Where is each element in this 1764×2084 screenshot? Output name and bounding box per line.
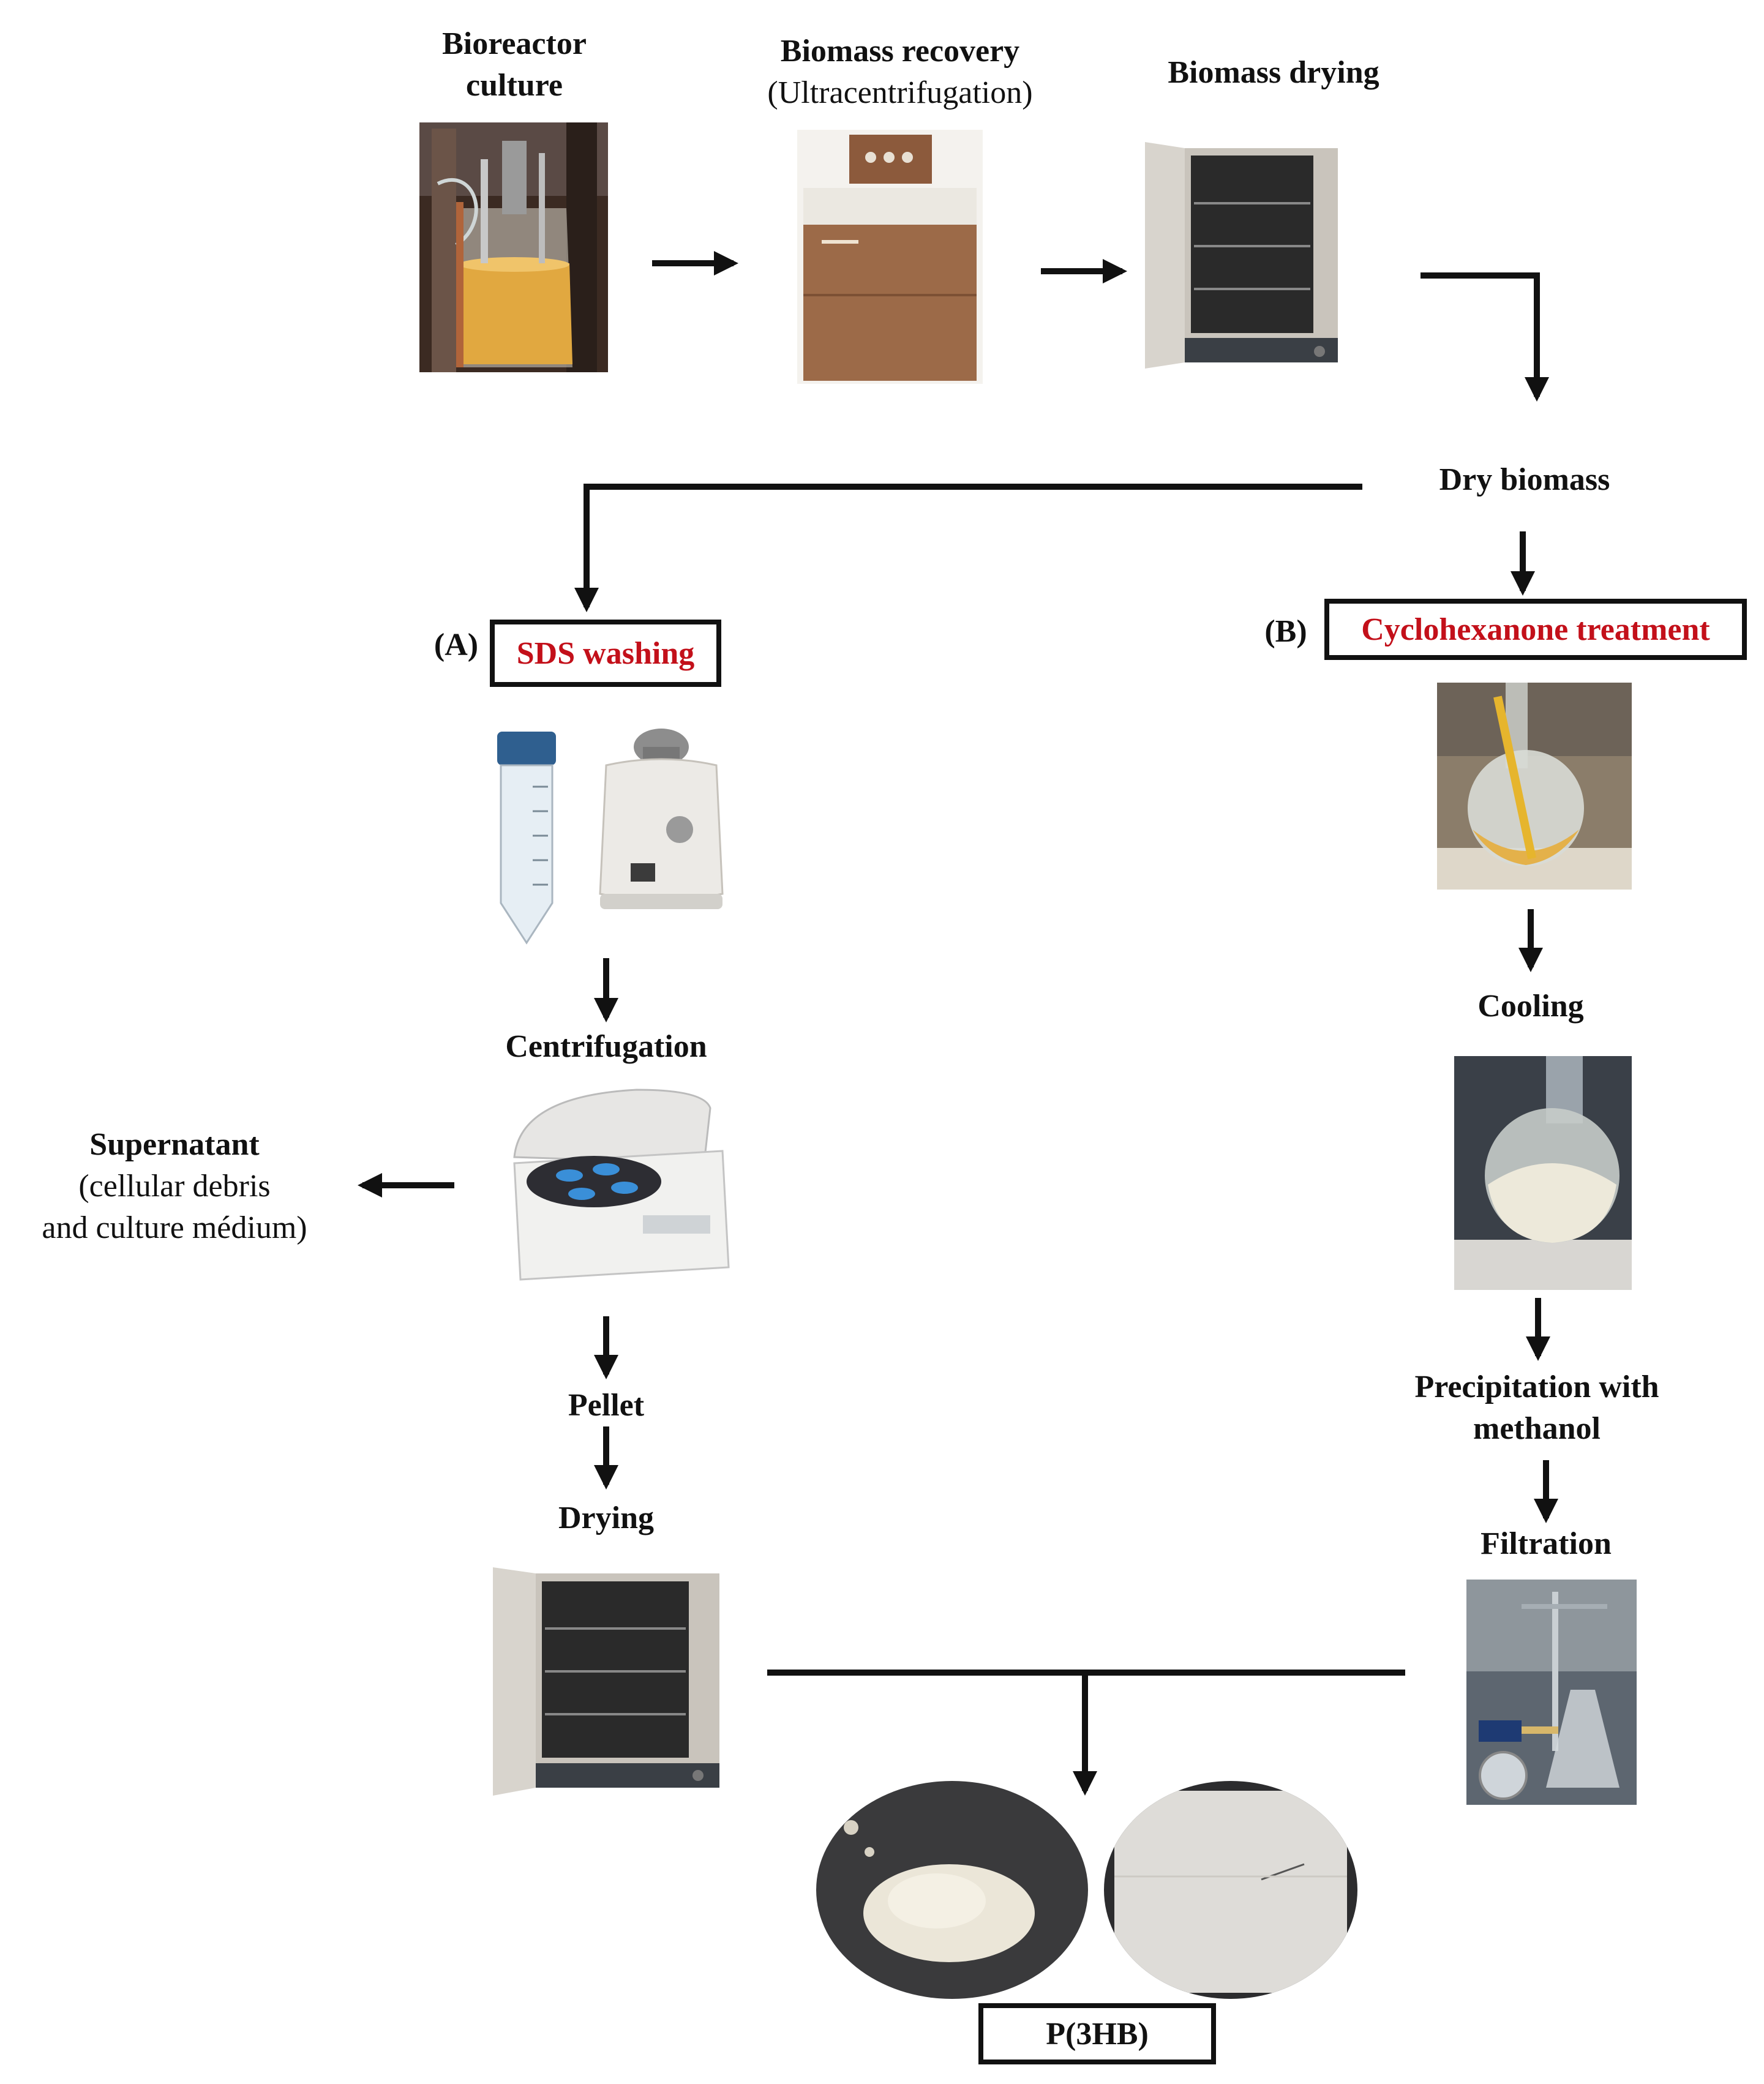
label-biomass-recovery-title: Biomass recovery bbox=[780, 34, 1020, 69]
box-product: P(3HB) bbox=[978, 2003, 1216, 2064]
label-bioreactor-culture-text: Bioreactor culture bbox=[442, 26, 587, 103]
label-supernatant-title: Supernatant bbox=[89, 1127, 260, 1162]
benchtop-centrifuge-photo bbox=[513, 1089, 730, 1281]
film-product-photo bbox=[1104, 1781, 1357, 1999]
box-sds-washing: SDS washing bbox=[490, 620, 721, 687]
label-precipitation: Precipitation with methanol bbox=[1365, 1366, 1708, 1450]
round-flask-cooling-photo bbox=[1454, 1056, 1632, 1290]
label-precipitation-line-1: Precipitation with bbox=[1414, 1370, 1659, 1404]
label-branch-a: (A) bbox=[433, 628, 479, 662]
powder-product-photo bbox=[816, 1781, 1088, 1999]
label-ultracentrifugation: (Ultracentrifugation) bbox=[767, 75, 1033, 110]
arrow-drying-to-dry-biomass bbox=[1421, 272, 1549, 402]
label-cooling: Cooling bbox=[1477, 989, 1584, 1024]
arrow-dry-biomass-to-sds bbox=[574, 484, 1362, 612]
label-cyclohexanone-treatment: Cyclohexanone treatment bbox=[1361, 612, 1710, 647]
label-pellet: Pellet bbox=[568, 1388, 645, 1423]
vortex-mixer-photo bbox=[599, 729, 724, 909]
label-drying: Drying bbox=[558, 1501, 654, 1535]
filtration-setup-photo bbox=[1466, 1580, 1637, 1805]
drying-oven-photo bbox=[490, 1564, 726, 1797]
label-biomass-recovery: Biomass recovery (Ultracentrifugation) bbox=[716, 31, 1084, 114]
label-dry-biomass: Dry biomass bbox=[1439, 462, 1610, 497]
label-branch-b: (B) bbox=[1264, 614, 1307, 649]
label-precipitation-line-2: methanol bbox=[1473, 1411, 1601, 1446]
label-bioreactor-culture: Bioreactor culture bbox=[404, 23, 625, 107]
label-filtration: Filtration bbox=[1481, 1526, 1612, 1561]
drying-oven-photo bbox=[1142, 136, 1344, 372]
falcon-tube-photo bbox=[497, 732, 556, 945]
ultracentrifuge-photo bbox=[797, 130, 983, 384]
label-supernatant-detail-2: and culture médium) bbox=[42, 1210, 307, 1245]
label-supernatant-detail-1: (cellular debris bbox=[78, 1169, 271, 1204]
label-product: P(3HB) bbox=[1046, 2016, 1149, 2052]
label-sds-washing: SDS washing bbox=[516, 635, 695, 671]
label-biomass-drying: Biomass drying bbox=[1168, 55, 1379, 90]
label-centrifugation: Centrifugation bbox=[505, 1029, 707, 1064]
box-cyclohexanone-treatment: Cyclohexanone treatment bbox=[1324, 599, 1747, 660]
label-supernatant: Supernatant (cellular debris and culture… bbox=[12, 1124, 337, 1249]
bioreactor-photo bbox=[419, 122, 608, 372]
round-flask-yellow-photo bbox=[1437, 683, 1632, 890]
